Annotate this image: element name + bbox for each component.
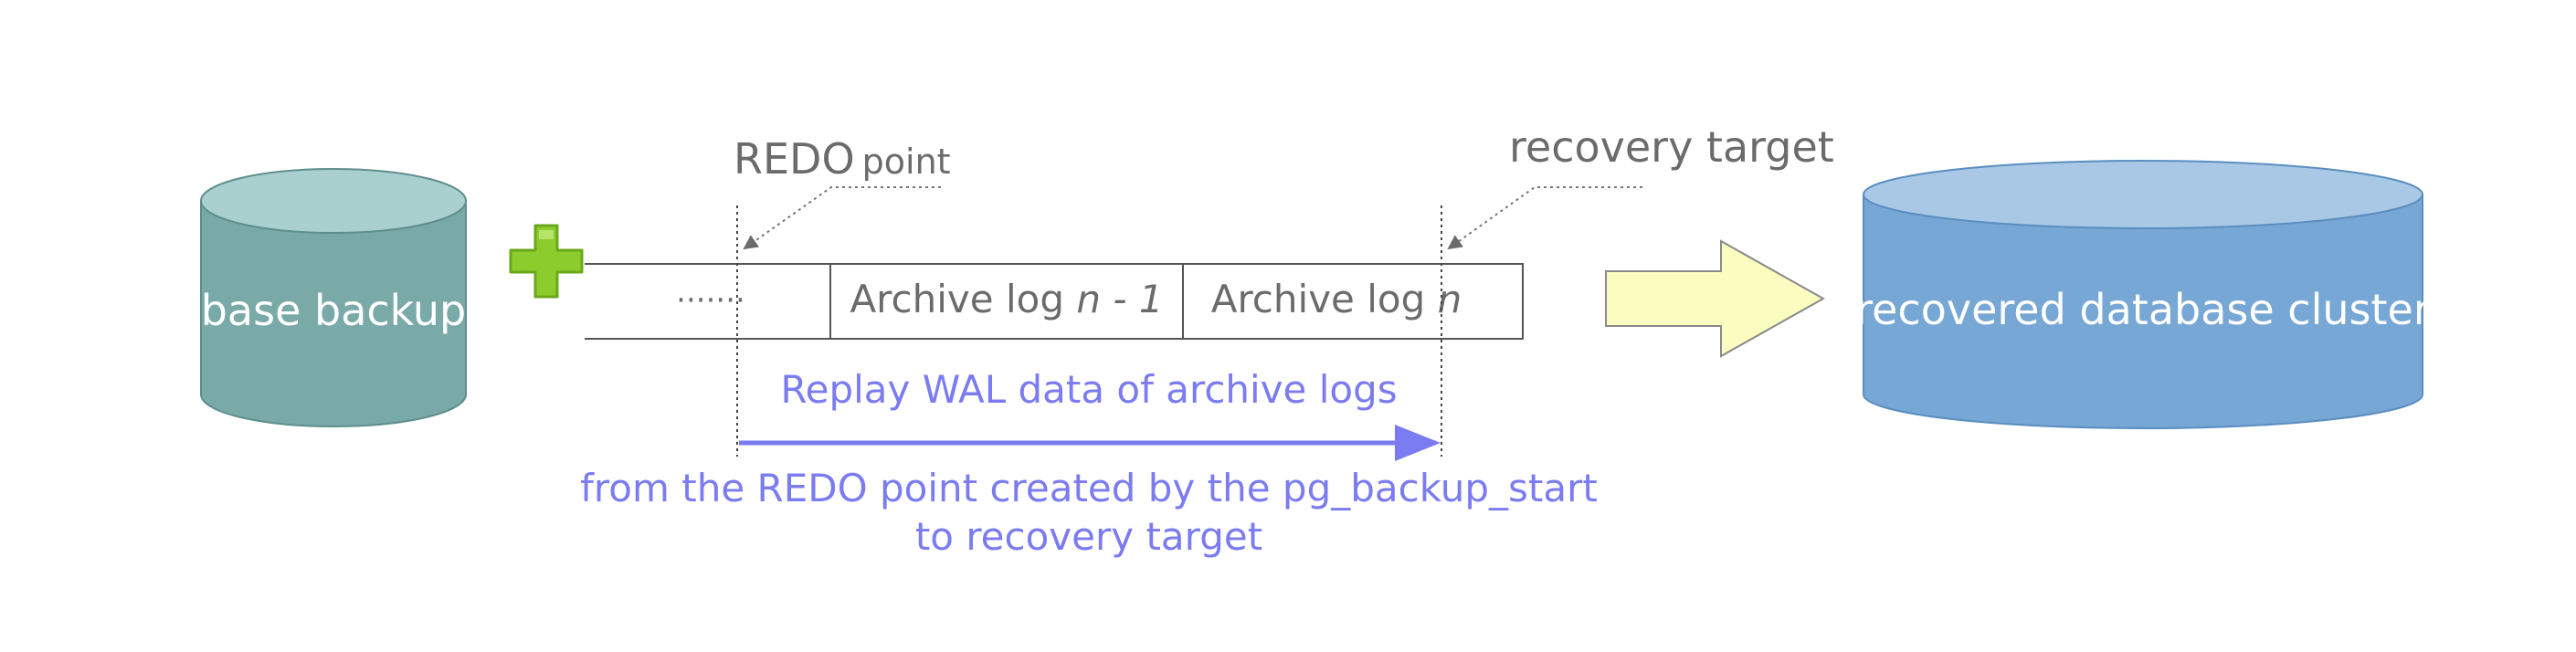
recovery-target-marker: recovery target — [1441, 122, 1834, 457]
plus-icon — [509, 224, 584, 299]
recovery-target-label: recovery target — [1509, 122, 1834, 172]
base-backup-cylinder: base backup — [200, 168, 467, 427]
replay-detail-line1: from the REDO point created by the pg_ba… — [580, 466, 1598, 510]
archive-log-prev-label: Archive log n - 1 — [850, 277, 1163, 321]
recovered-cluster-label: recovered database cluster — [1855, 285, 2431, 334]
recovery-target-leader — [1447, 186, 1642, 250]
archive-log-strip: ······· Archive log n - 1 Archive log n — [585, 263, 1524, 340]
replay-title: Replay WAL data of archive logs — [780, 367, 1397, 412]
archive-ellipsis: ······· — [676, 282, 745, 319]
archive-log-last-box — [1182, 263, 1524, 340]
redo-point-leader — [743, 186, 941, 250]
recovered-cluster-body — [1863, 194, 2423, 429]
archive-log-prev-box — [829, 263, 1184, 340]
base-backup-body — [200, 200, 467, 427]
right-arrow-icon — [1605, 239, 1826, 358]
recovered-cluster-cylinder: recovered database cluster — [1855, 160, 2431, 429]
archive-log-last-label: Archive log n — [1211, 277, 1462, 321]
base-backup-top — [200, 168, 467, 234]
replay-detail-line2: to recovery target — [915, 514, 1262, 559]
replay-section: Replay WAL data of archive logs from the… — [580, 367, 1598, 559]
recovered-cluster-top — [1863, 160, 2423, 229]
base-backup-label: base backup — [201, 286, 467, 335]
